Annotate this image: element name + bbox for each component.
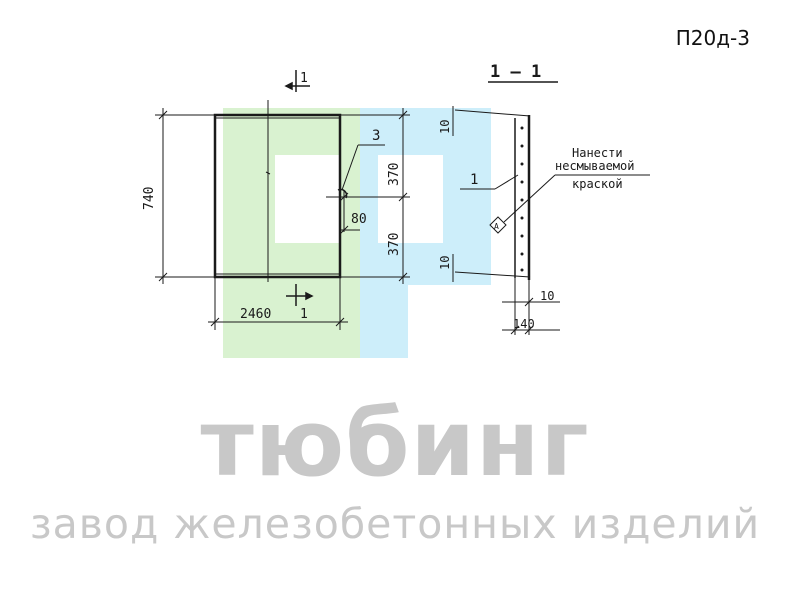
brand-watermark: тюбинг (200, 390, 590, 497)
section-cut-markers (284, 70, 314, 306)
dimension-side-gap: 10 (540, 289, 554, 303)
dimension-halves (326, 108, 410, 284)
panel-front-view (213, 100, 342, 282)
product-code: П20д-3 (675, 26, 750, 50)
cut-mark-top: 1 (300, 71, 308, 86)
section-profile (452, 106, 560, 335)
note-line-2: несмываемой (555, 159, 634, 173)
dimension-length (208, 277, 348, 330)
dimension-half-upper: 370 (387, 163, 402, 186)
dimension-length-label: 2460 (240, 307, 271, 322)
marking-note (489, 174, 650, 234)
cut-mark-bottom: 1 (300, 307, 308, 322)
insert-callout-label: 3 (372, 128, 380, 144)
dimension-bottom-gap: 10 (438, 256, 452, 270)
dimension-offset: 80 (351, 212, 367, 227)
dimension-thickness: 140 (513, 317, 535, 331)
dimension-height-label: 740 (142, 187, 157, 210)
section-title: 1 — 1 (490, 62, 541, 82)
rebar-callout (460, 174, 519, 190)
dimension-half-lower: 370 (387, 233, 402, 256)
rebar-callout-label: 1 (470, 172, 478, 188)
note-line-3: краской (572, 177, 623, 191)
note-line-1: Нанести (572, 146, 623, 160)
mark-glyph: А (494, 222, 499, 231)
tagline-watermark: завод железобетонных изделий (29, 500, 761, 548)
dimension-top-gap: 10 (438, 120, 452, 134)
dimension-height (155, 108, 215, 284)
logo-watermark (223, 108, 491, 358)
